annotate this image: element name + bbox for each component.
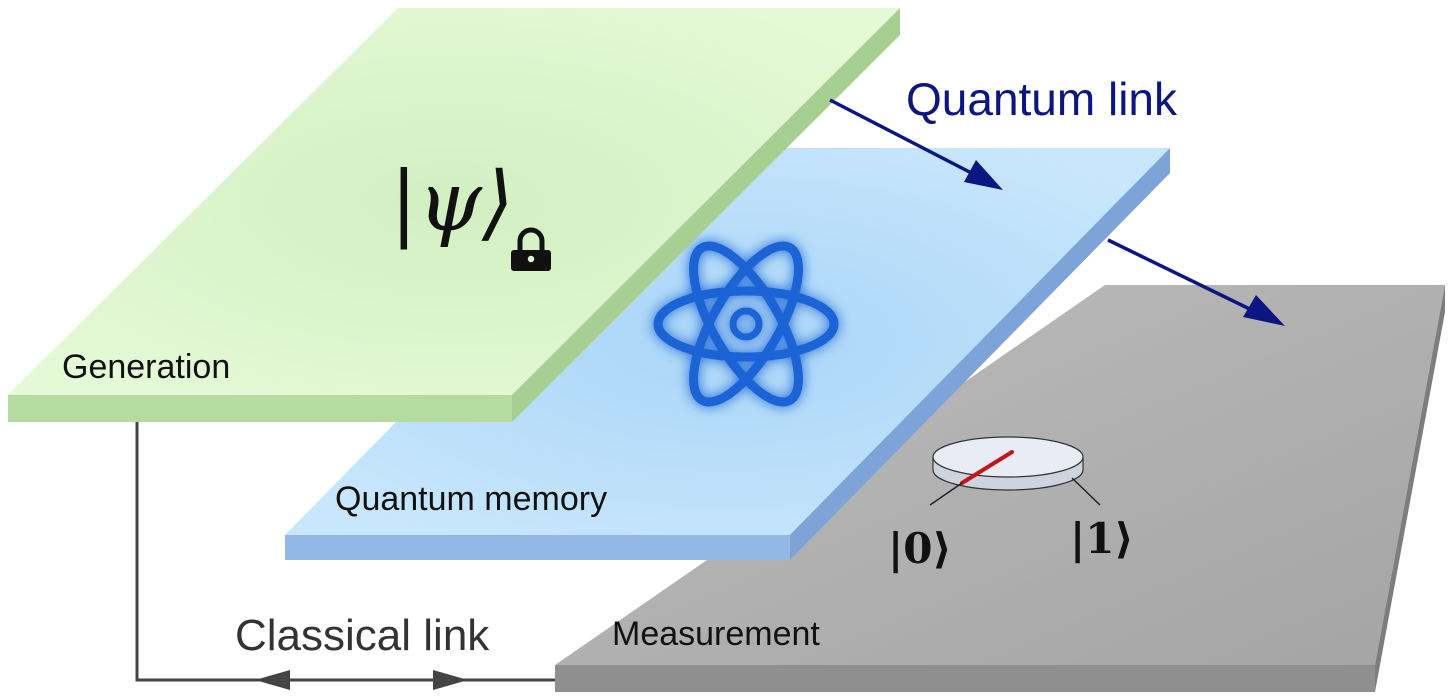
generation-layer-top — [8, 8, 900, 395]
state-zero-label: |0⟩ — [888, 524, 952, 573]
quantum-memory-layer: Quantum memory — [285, 148, 1170, 560]
classical-link-label: Classical link — [235, 611, 490, 660]
quantum-memory-label: Quantum memory — [335, 480, 607, 518]
lock-icon — [511, 227, 551, 271]
measurement-layer: |0⟩ |1⟩ Measurement — [555, 285, 1445, 692]
classical-link-arrowhead-right — [433, 670, 468, 690]
quantum-link: Quantum link — [829, 73, 1285, 326]
quantum-link-label: Quantum link — [906, 73, 1178, 125]
quantum-link-arrowhead-upper — [964, 160, 1003, 190]
memory-layer-side-front — [285, 535, 790, 560]
generation-layer: |ψ⟩ Generation — [8, 8, 900, 422]
psi-state-label: |ψ⟩ — [390, 155, 514, 250]
state-one-label: |1⟩ — [1070, 514, 1134, 563]
measurement-layer-side-right — [1375, 285, 1445, 692]
quantum-link-arrowhead-lower — [1243, 295, 1285, 326]
dial-meter-icon — [929, 436, 1101, 506]
generation-layer-side-front — [8, 395, 512, 422]
classical-link-arrowhead-left — [255, 670, 290, 690]
memory-layer-top — [285, 148, 1170, 535]
memory-layer-side-right — [790, 148, 1170, 560]
dial-needle — [960, 450, 1014, 485]
measurement-label: Measurement — [612, 615, 820, 653]
generation-label: Generation — [62, 348, 230, 386]
quantum-link-arrow-upper — [829, 98, 986, 182]
zero-leader-line — [929, 482, 963, 506]
generation-layer-side-right — [512, 8, 900, 422]
classical-link-line — [135, 422, 555, 682]
classical-link: Classical link — [135, 422, 555, 690]
quantum-link-arrow-lower — [1107, 238, 1263, 317]
one-leader-line — [1071, 477, 1101, 506]
measurement-layer-side-front — [555, 665, 1375, 692]
